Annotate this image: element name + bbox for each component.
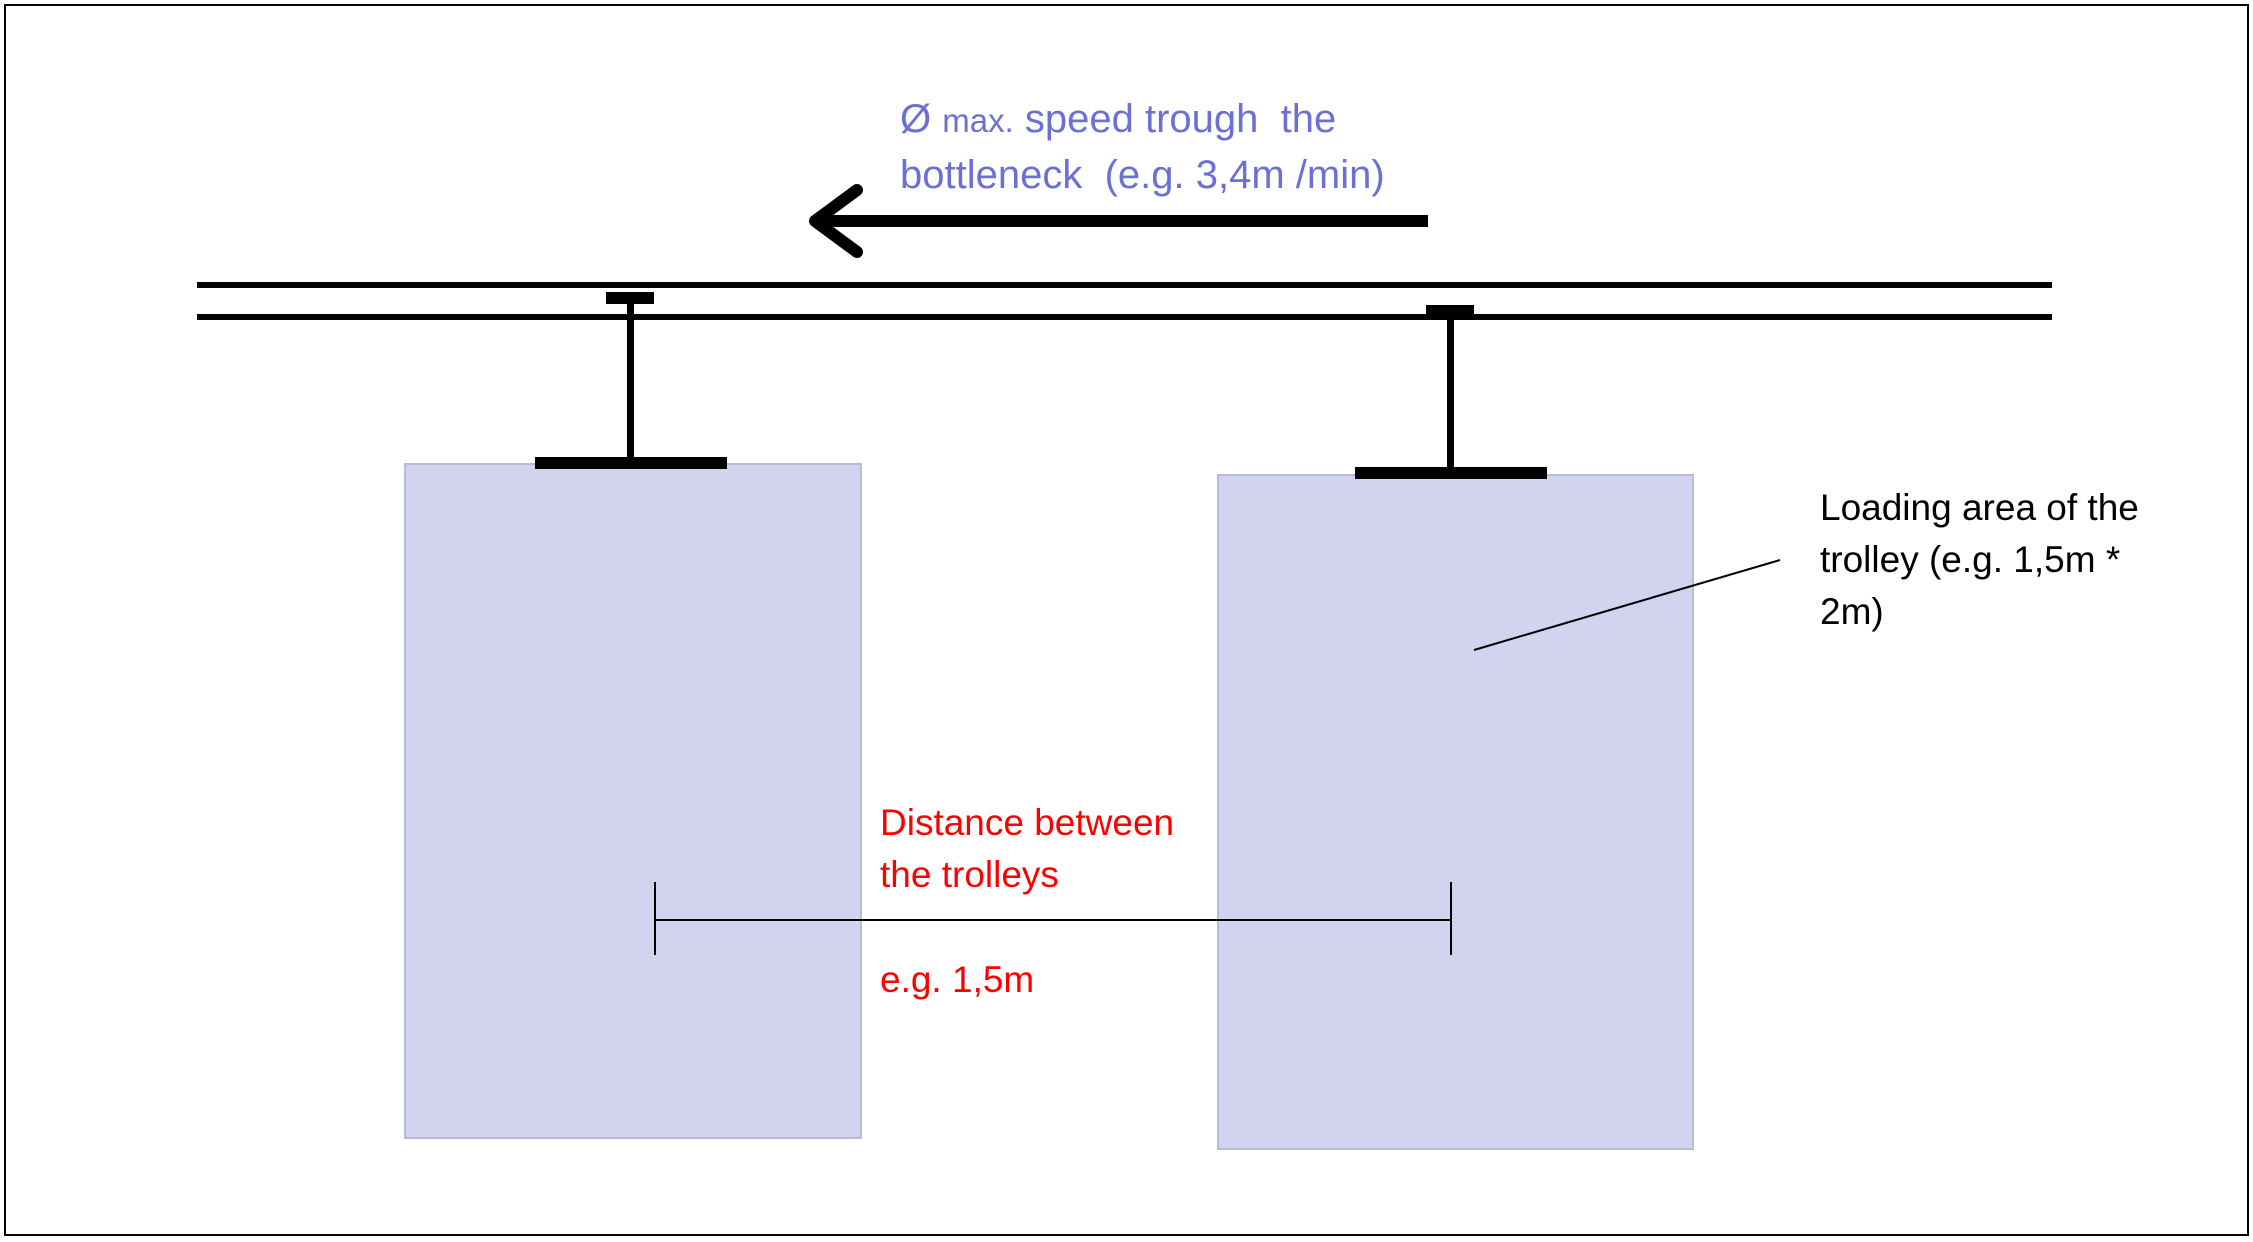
trolley-1-loading-area bbox=[404, 463, 862, 1139]
loading-annotation-line-3: 2m) bbox=[1820, 591, 1884, 632]
trolley-2-crossbar bbox=[1355, 467, 1547, 479]
trolley-1-wheel bbox=[606, 292, 654, 304]
speed-annotation: Ø max. speed trough the bottleneck (e.g.… bbox=[900, 92, 1385, 202]
overhead-rail bbox=[197, 282, 2052, 320]
trolley-2-loading-area bbox=[1217, 474, 1694, 1150]
distance-dimension bbox=[654, 882, 1452, 955]
speed-annotation-line-2: bottleneck (e.g. 3,4m /min) bbox=[900, 153, 1385, 197]
trolley-1-crossbar bbox=[535, 457, 727, 469]
loading-area-annotation: Loading area of the trolley (e.g. 1,5m *… bbox=[1820, 482, 2139, 638]
speed-annotation-line-1: Ø max. speed trough the bbox=[900, 92, 1385, 148]
trolley-2 bbox=[1217, 305, 1694, 1150]
distance-annotation-line-2: the trolleys bbox=[880, 854, 1059, 895]
speed-text: speed trough the bbox=[1024, 97, 1337, 141]
direction-arrow bbox=[809, 184, 1428, 258]
diagram-border bbox=[4, 4, 2249, 1236]
loading-annotation-line-2: trolley (e.g. 1,5m * bbox=[1820, 539, 2121, 580]
distance-annotation-line-1: Distance between bbox=[880, 802, 1175, 843]
distance-example: e.g. 1,5m bbox=[880, 959, 1035, 1000]
average-symbol: Ø bbox=[900, 97, 932, 141]
trolley-1 bbox=[404, 292, 862, 1139]
trolley-2-wheel bbox=[1426, 305, 1474, 317]
loading-area-leader-line bbox=[1473, 559, 1781, 651]
distance-annotation: Distance between the trolleys bbox=[880, 797, 1174, 901]
trolley-2-hanger bbox=[1447, 317, 1454, 470]
trolley-1-hanger bbox=[627, 304, 634, 462]
loading-annotation-line-1: Loading area of the bbox=[1820, 487, 2139, 528]
max-label: max. bbox=[942, 102, 1014, 139]
